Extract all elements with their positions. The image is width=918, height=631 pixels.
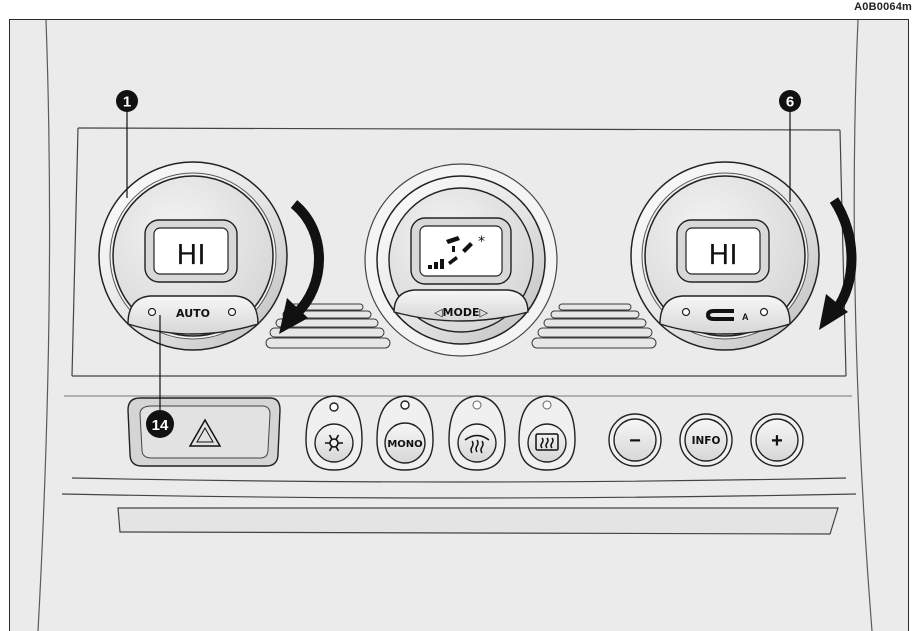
recirc-led-left [681, 307, 691, 317]
left-rotation-arrow-icon [279, 200, 324, 334]
center-display [419, 225, 503, 277]
rear-defrost-button[interactable] [518, 395, 576, 471]
info-button[interactable]: INFO [679, 413, 733, 467]
dashboard-right-edge [853, 19, 873, 631]
info-label: INFO [692, 435, 721, 447]
auto-led-right [227, 307, 237, 317]
left-display [153, 227, 229, 275]
recirc-led-right [759, 307, 769, 317]
callout-6: 6 [779, 90, 801, 112]
hazard-triangle-icon [188, 418, 222, 447]
mono-led [400, 400, 410, 410]
svg-text:*: * [478, 234, 485, 250]
plus-button[interactable]: + [750, 413, 804, 467]
airflow-distribution-icon: * [428, 234, 485, 269]
front-defrost-button[interactable] [448, 395, 506, 471]
svg-text:1: 1 [123, 94, 131, 111]
plus-label: + [771, 430, 783, 452]
callout-14: 14 [146, 410, 174, 438]
callout-1: 1 [116, 90, 138, 112]
air-recirculation-icon [705, 309, 734, 321]
svg-text:6: 6 [786, 94, 794, 111]
rear-window-defrost-icon [535, 433, 559, 451]
left-temperature-knob[interactable]: HI AUTO [98, 161, 288, 351]
recirc-suffix: A [742, 312, 749, 322]
right-temperature-knob[interactable]: HI A [630, 161, 820, 351]
dashboard-left-edge [37, 19, 51, 631]
panel-bottom-edge [61, 493, 857, 499]
mono-label: MONO [387, 439, 422, 450]
mono-button[interactable]: MONO [376, 395, 434, 471]
snowflake-icon [325, 434, 343, 452]
panel-top-edge [77, 127, 841, 131]
right-vent [531, 303, 657, 349]
rear-defrost-led [542, 400, 552, 410]
hazard-triangle-inner [196, 426, 214, 443]
recirculation-button[interactable] [659, 295, 791, 335]
panel-lower-edge [71, 477, 847, 483]
left-vent [265, 303, 391, 349]
left-display-text: HI [176, 238, 205, 271]
right-display-text: HI [708, 238, 737, 271]
minus-label: − [629, 430, 641, 452]
mode-button-label: ◁MODE▷ [434, 306, 488, 319]
windscreen-defrost-icon [464, 434, 490, 454]
mode-button[interactable] [393, 289, 529, 322]
air-distribution-knob[interactable]: * ◁MODE▷ [364, 163, 558, 357]
panel-right-edge [839, 129, 847, 377]
svg-text:14: 14 [152, 417, 169, 434]
lower-trim-strip [117, 507, 839, 535]
right-rotation-arrow-icon [819, 197, 857, 330]
panel-left-edge [71, 127, 79, 377]
figure-code: A0B0064m [854, 1, 912, 13]
right-display [685, 227, 761, 275]
auto-led-left [147, 307, 157, 317]
ac-button[interactable] [305, 395, 363, 471]
ac-led [329, 402, 339, 412]
front-defrost-led [472, 400, 482, 410]
auto-button-label: AUTO [176, 307, 210, 320]
minus-button[interactable]: − [608, 413, 662, 467]
